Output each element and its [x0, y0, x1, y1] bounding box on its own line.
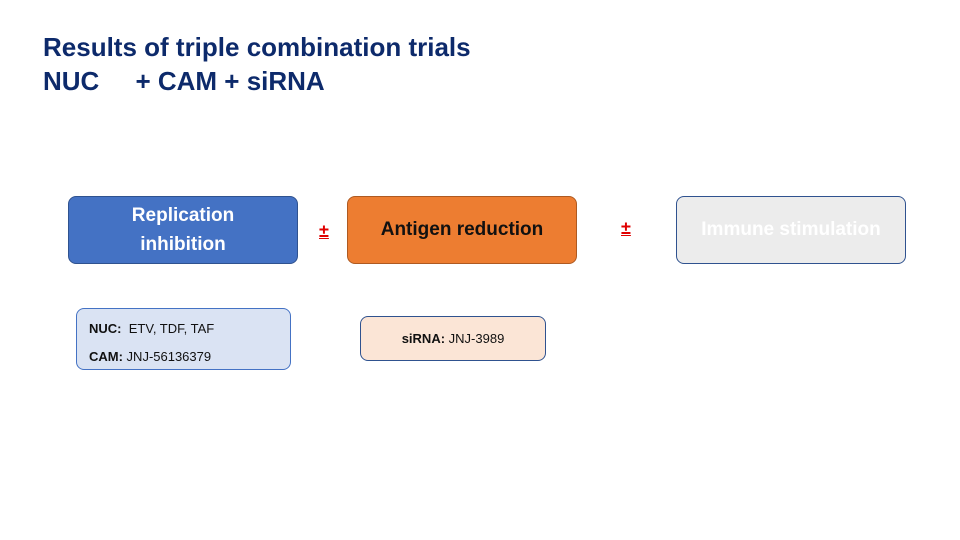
title-line-2: NUC + CAM + siRNA [43, 66, 325, 96]
replication-inhibition-label: Replication inhibition [131, 205, 235, 255]
immune-stimulation-box: Immune stimulation [676, 196, 906, 264]
cam-row: CAM: JNJ-56136379 [89, 347, 278, 375]
nuc-label: NUC: [89, 321, 122, 336]
nuc-row: NUC: ETV, TDF, TAF [89, 319, 278, 347]
plus-minus-operator-2: ± [621, 218, 631, 238]
cam-label: CAM: [89, 349, 123, 364]
replication-inhibition-box: Replication inhibition [68, 196, 298, 264]
sirna-value: JNJ-3989 [445, 331, 505, 346]
plus-minus-operator-1: ± [319, 221, 329, 241]
antigen-reduction-label: Antigen reduction [380, 219, 544, 240]
replication-agents-box: NUC: ETV, TDF, TAF CAM: JNJ-56136379 [76, 308, 291, 370]
title-line-1: Results of triple combination trials [43, 32, 471, 62]
slide-title: Results of triple combination trials NUC… [43, 30, 471, 98]
sirna-label: siRNA: [401, 331, 446, 346]
immune-stimulation-label: Immune stimulation [701, 219, 881, 240]
sirna-agent-box: siRNA: JNJ-3989 [360, 316, 546, 361]
cam-value: JNJ-56136379 [122, 349, 212, 364]
antigen-reduction-box: Antigen reduction [347, 196, 577, 264]
nuc-value: ETV, TDF, TAF [121, 321, 215, 336]
